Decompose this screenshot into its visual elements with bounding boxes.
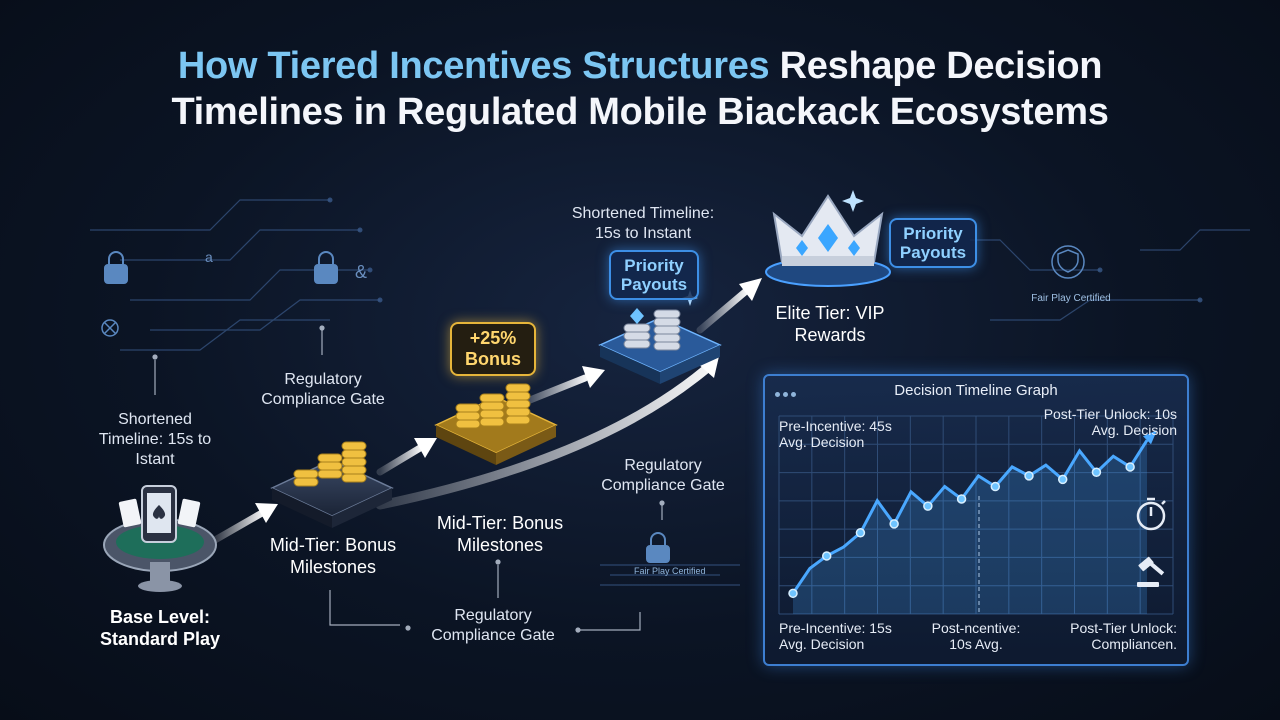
mid-tier-left-label: Mid-Tier: Bonus Milestones — [269, 535, 397, 577]
shield-icon — [101, 245, 1085, 337]
stopwatch-icon — [1136, 497, 1166, 531]
title-accent: How Tiered Incentives Structures — [177, 45, 770, 87]
priority-payouts-elite-badge: Priority Payouts — [889, 218, 977, 268]
series-arrowhead — [1143, 430, 1157, 445]
anno-bottom-left: Pre-Incentive: 15s Avg. Decision — [779, 620, 892, 652]
svg-text:a: a — [205, 249, 213, 265]
diamond-icon — [630, 308, 644, 324]
reg-gate-bottom: Regulatory Compliance Gate — [431, 607, 555, 644]
anno-top-left: Pre-Incentive: 45s Avg. Decision — [779, 418, 892, 450]
series-line — [791, 439, 1149, 595]
data-point — [1024, 471, 1034, 481]
page-title-line2: Timelines in Regulated Mobile Biackack E… — [171, 91, 1109, 133]
data-point — [788, 588, 798, 599]
fair-play-label: Fair Play Certified — [1031, 293, 1111, 304]
phone-icon — [103, 485, 217, 592]
data-point — [821, 551, 832, 561]
elite-tier-label: Elite Tier: VIP Rewards — [775, 303, 885, 345]
fair-play-small-label: Fair Play Certified — [634, 566, 706, 576]
series-area — [793, 440, 1147, 614]
panel-icons — [1136, 497, 1166, 587]
reg-gate-top-left: Regulatory Compliance Gate — [261, 371, 385, 408]
anno-bottom-center: Post-ncentive: 10s Avg. — [931, 620, 1021, 652]
crown-icon — [682, 190, 891, 306]
anno-top-right: Post-Tier Unlock: 10s Avg. Decision — [1043, 406, 1177, 438]
decision-timeline-panel: Decision Timeline Graph Pre-Incentive: 4… — [763, 374, 1189, 666]
page-title: How Tiered Incentives Structures Reshape… — [0, 40, 1280, 92]
chart-title: Decision Timeline Graph — [894, 382, 1058, 399]
mid-tier-center-label: Mid-Tier: Bonus Milestones — [436, 513, 564, 555]
priority-payouts-mid-badge: Priority Payouts — [609, 250, 699, 300]
data-point — [1057, 474, 1068, 485]
data-point — [1091, 467, 1102, 478]
lock-icon — [104, 251, 670, 563]
bonus-badge: +25% Bonus — [450, 322, 536, 376]
data-point — [889, 519, 899, 529]
title-rest: Reshape Decision — [779, 45, 1103, 87]
data-point — [1125, 462, 1135, 472]
window-dots — [775, 384, 796, 402]
svg-text:&: & — [355, 262, 367, 282]
data-point — [923, 501, 933, 511]
gavel-icon — [1137, 556, 1165, 587]
data-point — [855, 528, 866, 538]
silver-coin-stack-icon — [623, 309, 681, 351]
coin-stack-icon — [293, 383, 531, 487]
data-point — [956, 494, 967, 504]
timeline-chart — [778, 415, 1174, 615]
anno-bottom-right: Post-Tier Unlock: Compliancen. — [1070, 620, 1177, 652]
base-level-label: Base Level: Standard Play — [99, 607, 221, 649]
shortened-timeline-top: Shortened Timeline: 15s to Instant — [571, 205, 715, 242]
data-point — [990, 481, 1001, 492]
shortened-timeline-left: Shortened Timeline: 15s to Istant — [98, 411, 212, 468]
reg-gate-center: Regulatory Compliance Gate — [601, 457, 725, 494]
